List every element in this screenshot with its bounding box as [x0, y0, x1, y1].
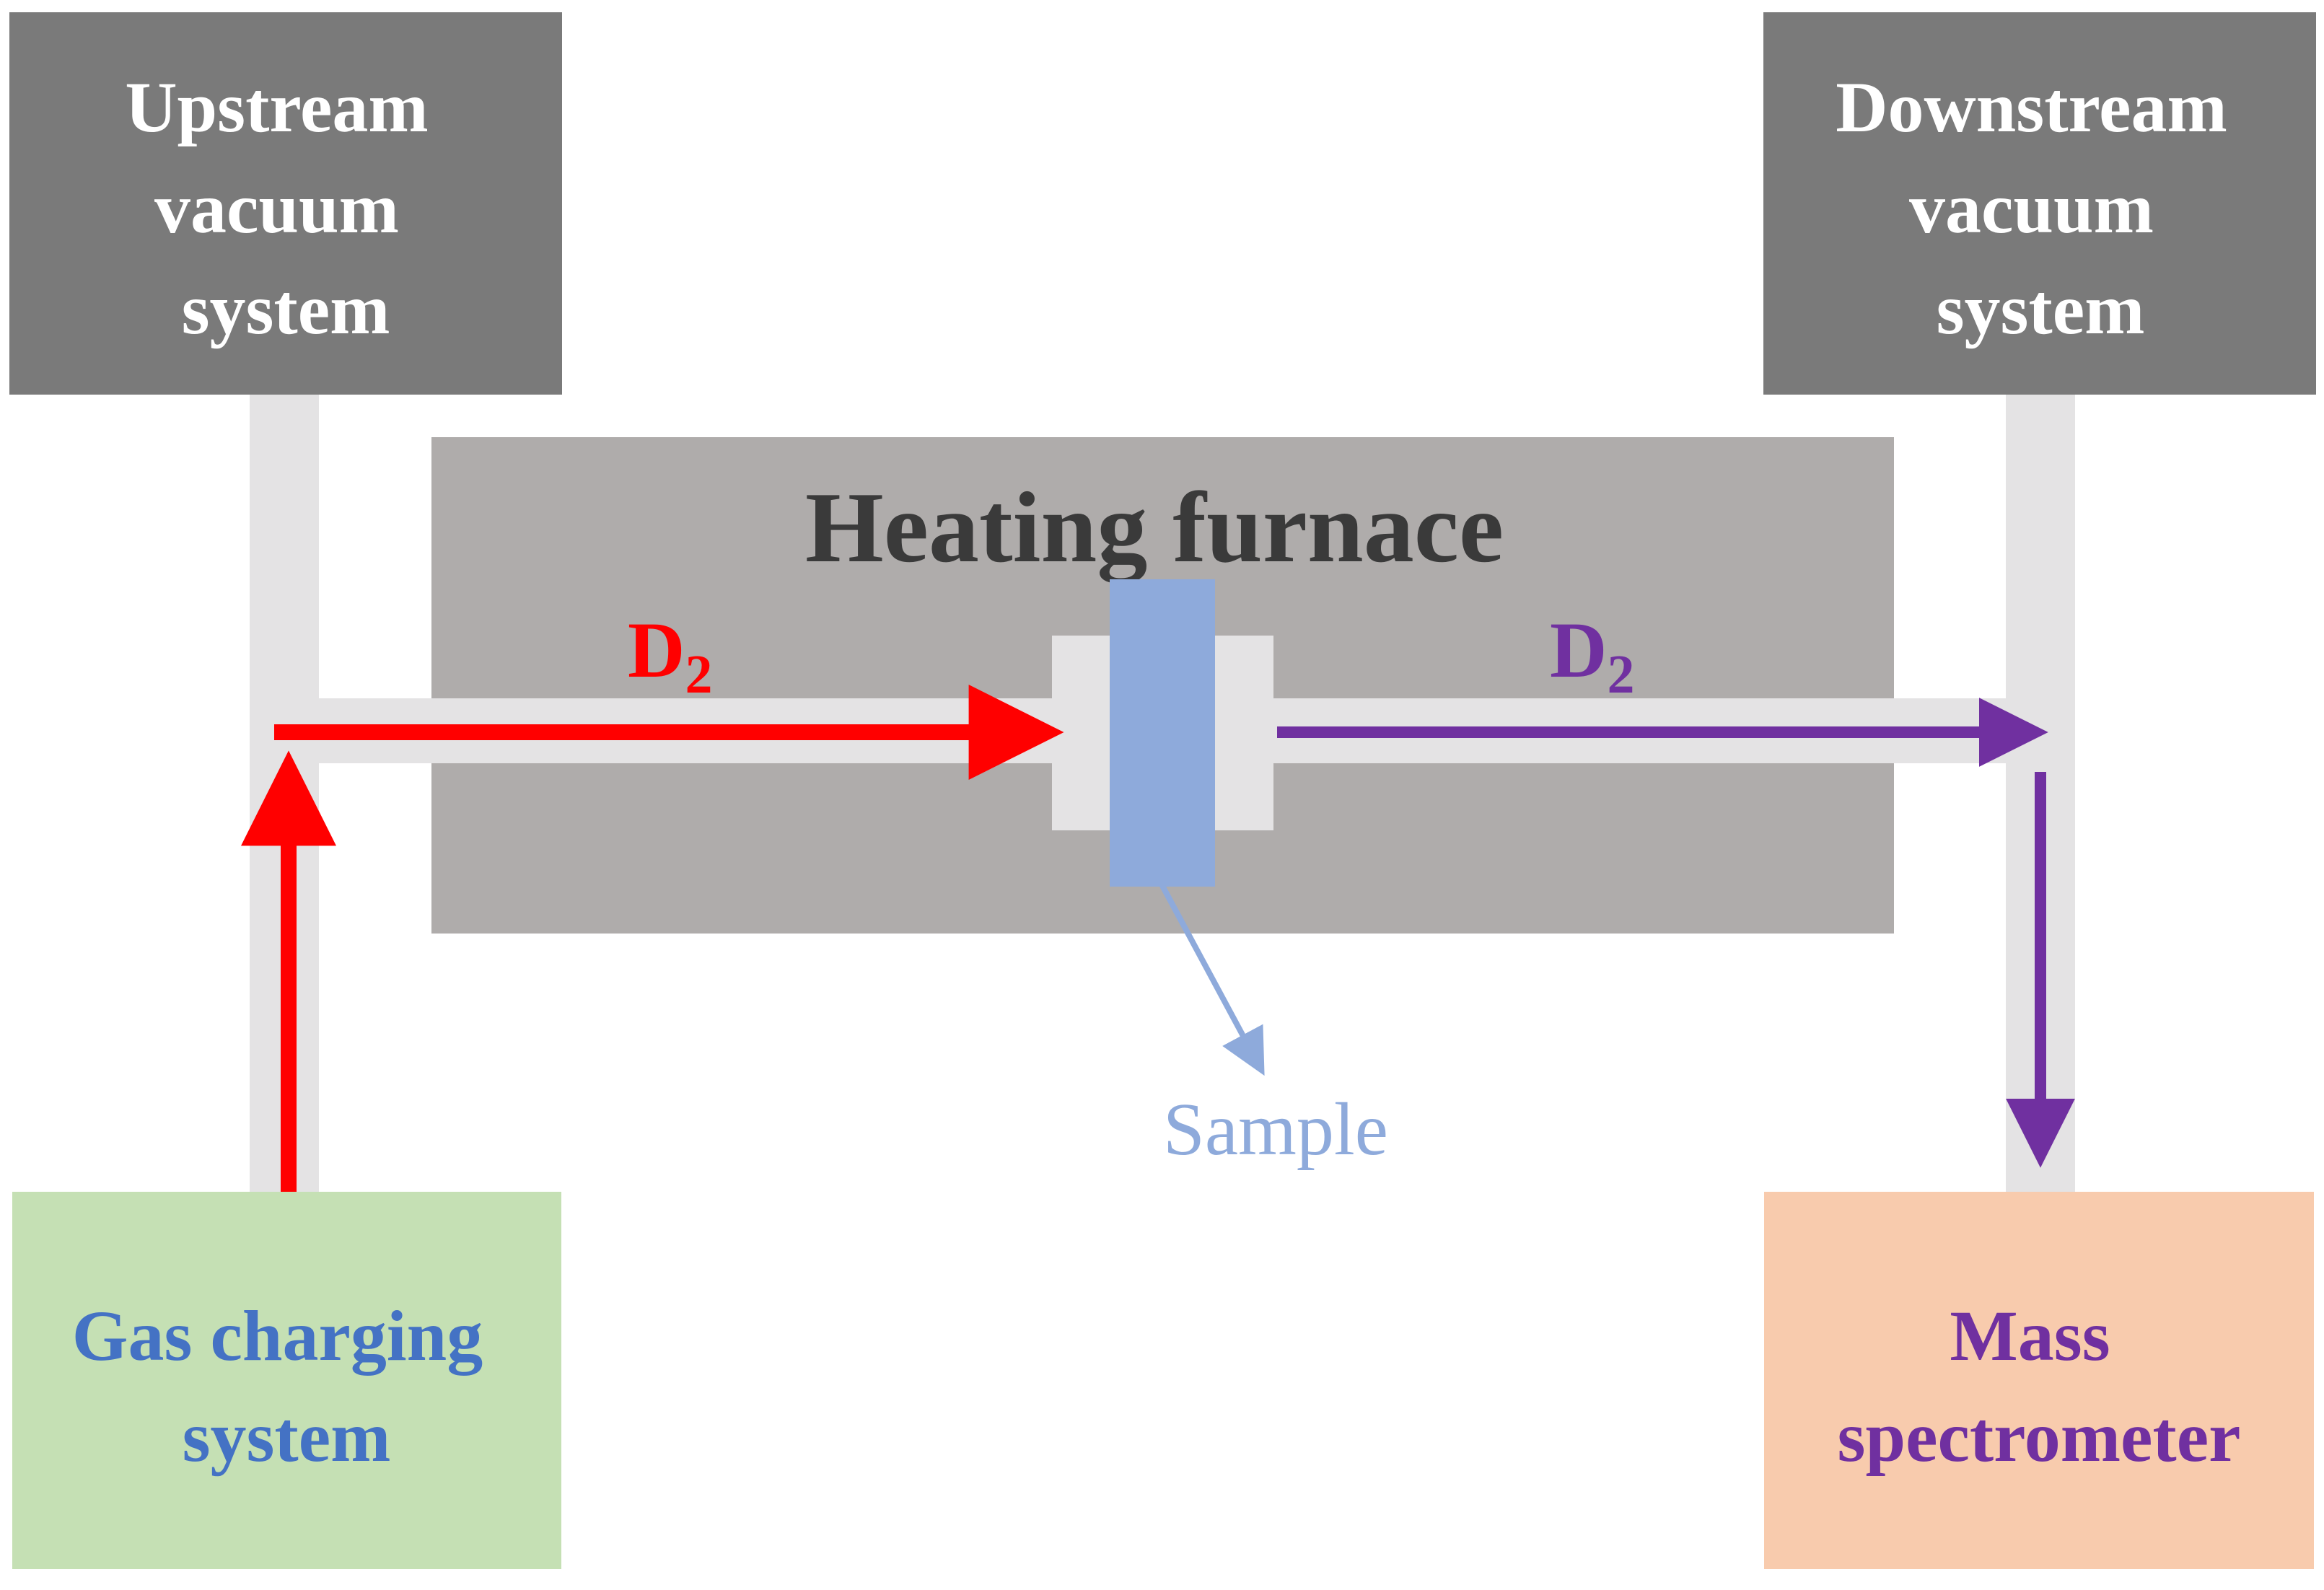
gas-charging-label: Gas charging system	[72, 1296, 501, 1477]
mass-spectrometer-label: Mass spectrometer	[1838, 1296, 2241, 1477]
gas-charging-box	[12, 1192, 561, 1569]
mass-spectrometer-box	[1764, 1192, 2314, 1569]
upstream-vacuum-box	[9, 12, 562, 395]
sample	[1110, 579, 1215, 887]
sample-pointer	[1159, 883, 1265, 1076]
furnace-title: Heating furnace	[805, 472, 1504, 584]
inflow-species-label: D2	[628, 606, 712, 705]
upstream-vacuum-label: Upstream vacuum system	[125, 67, 446, 349]
downstream-vacuum-box	[1763, 12, 2316, 395]
sample-label: Sample	[1163, 1088, 1388, 1171]
downstream-vacuum-label: Downstream vacuum system	[1836, 67, 2245, 349]
outflow-species-label: D2	[1550, 606, 1634, 705]
